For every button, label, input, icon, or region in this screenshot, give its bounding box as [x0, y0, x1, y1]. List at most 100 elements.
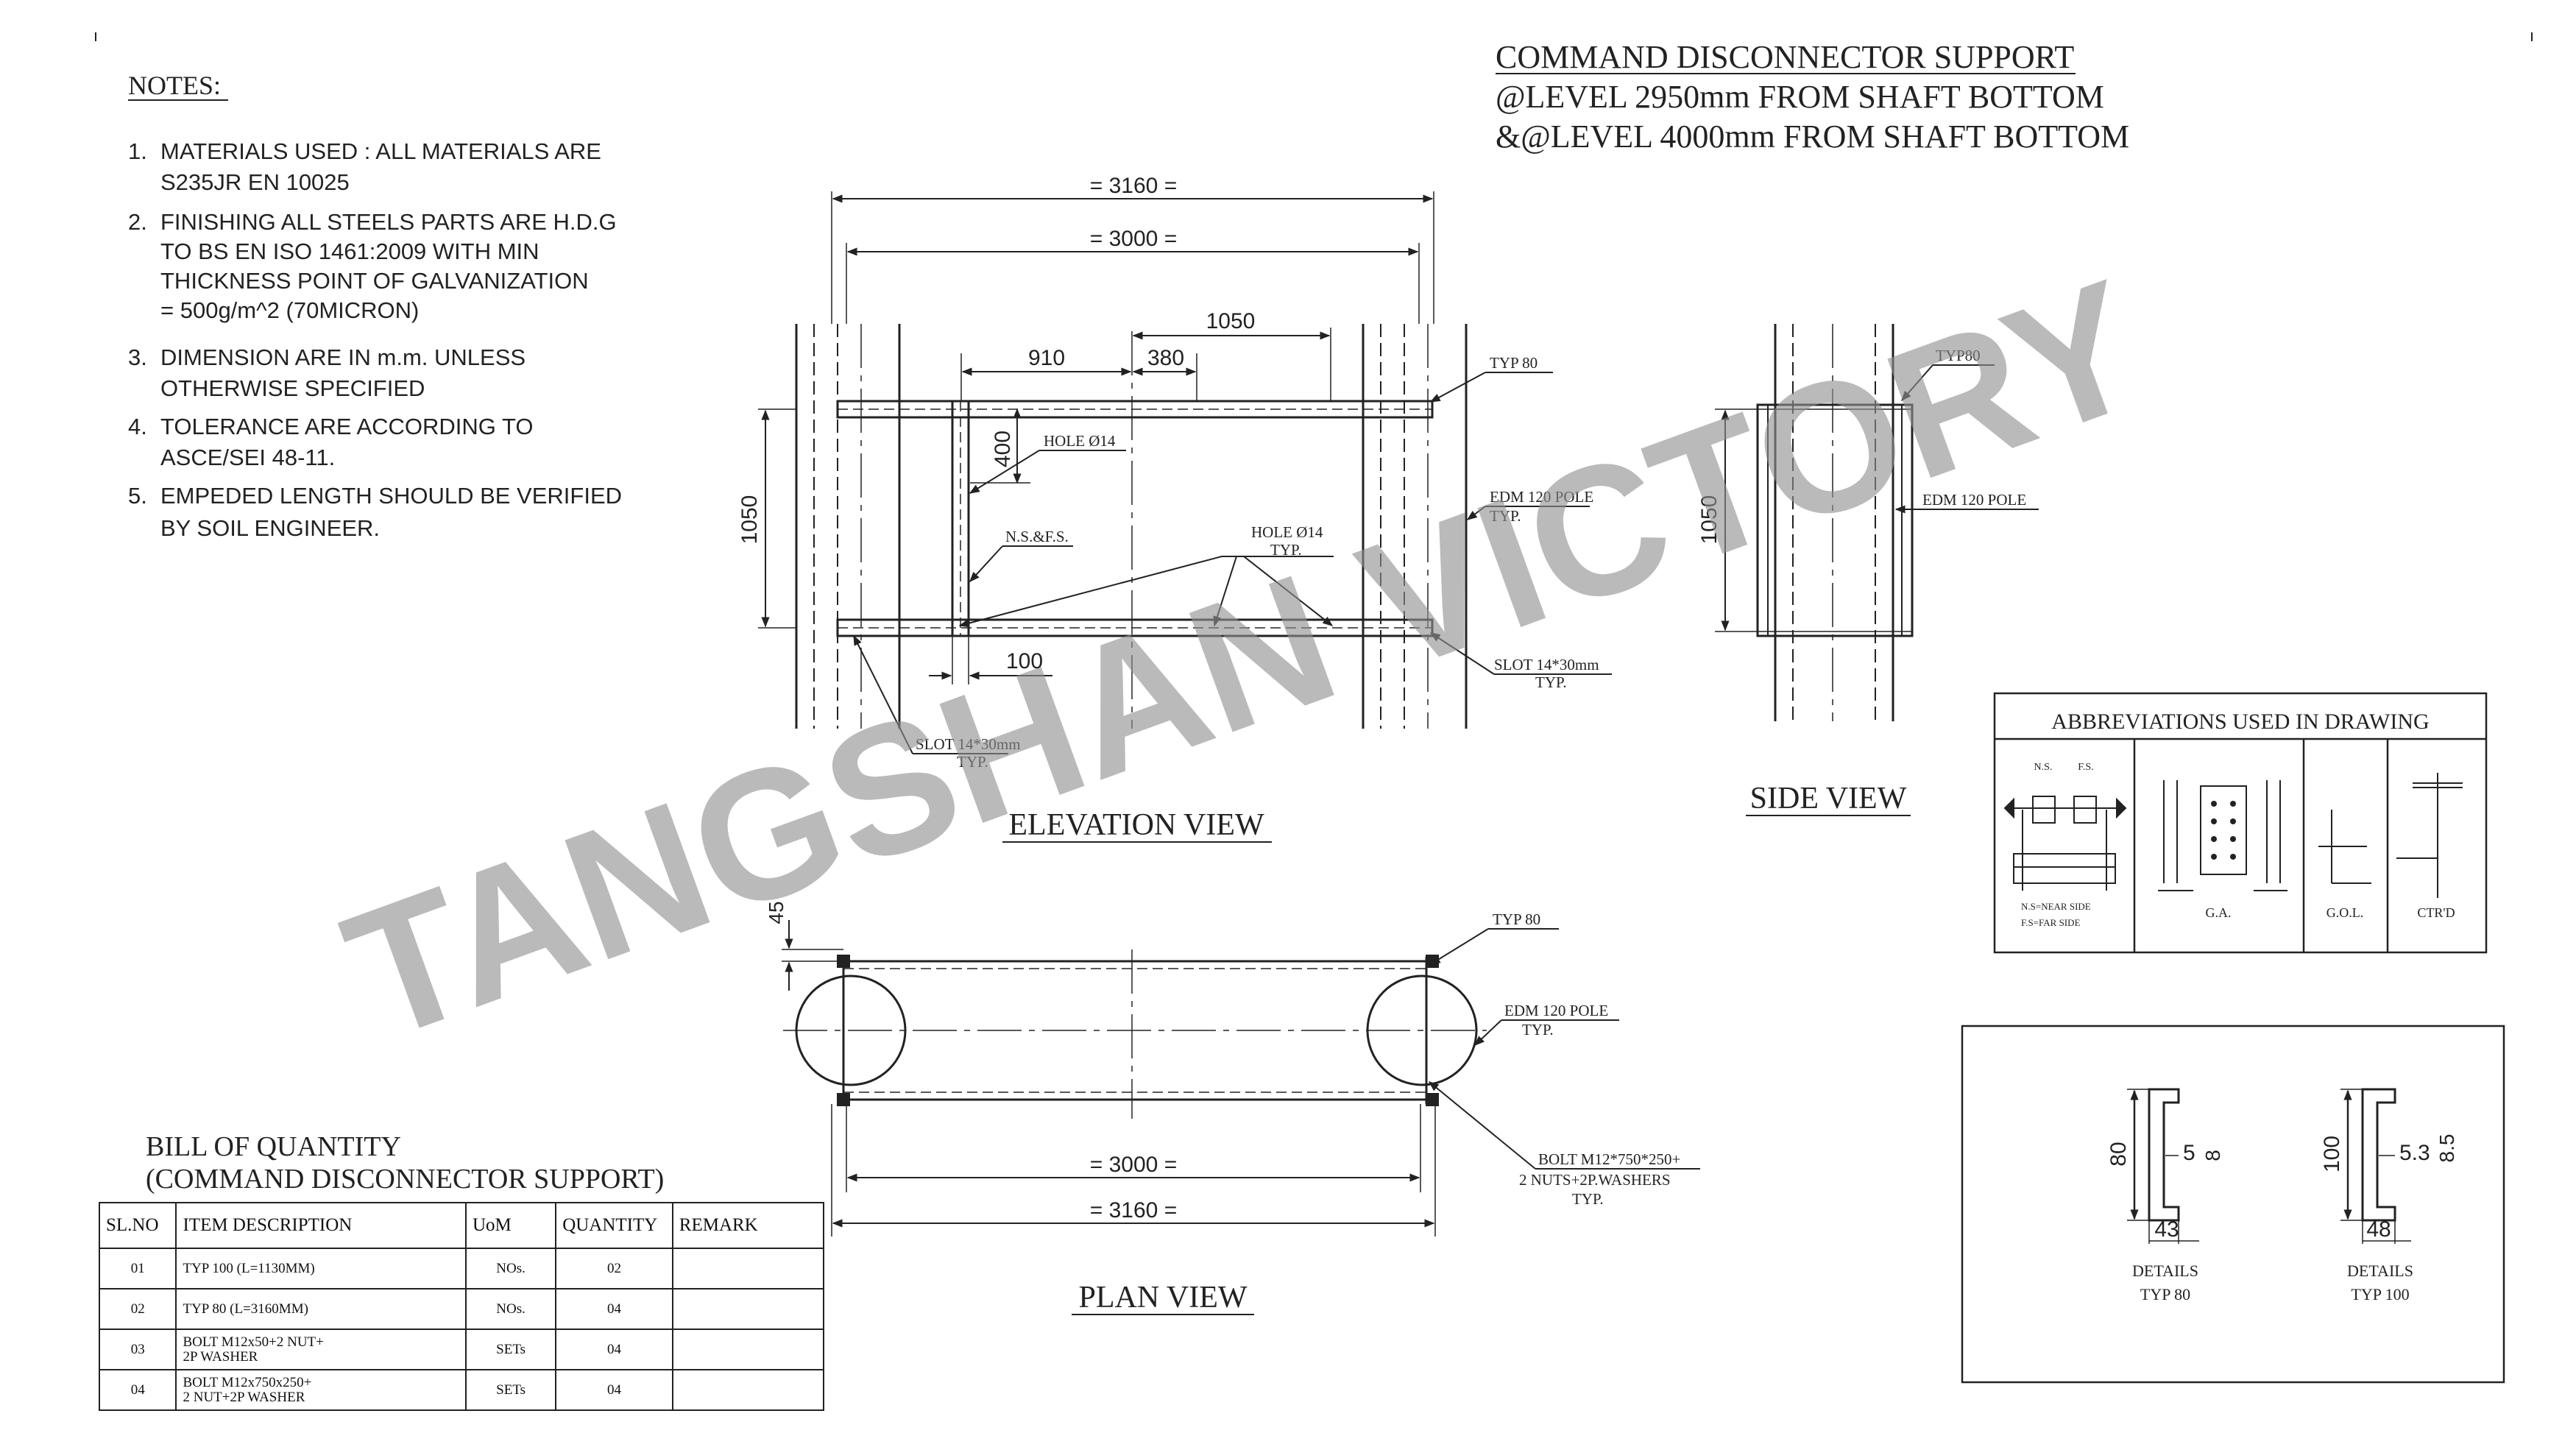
- label-edm-pole-plan-typ: TYP.: [1522, 1021, 1554, 1039]
- detail-typ100-label-1: DETAILS: [2347, 1262, 2413, 1280]
- header-line-2: @LEVEL 2950mm FROM SHAFT BOTTOM: [1496, 79, 2104, 115]
- abbreviations-title: ABBREVIATIONS USED IN DRAWING: [2051, 710, 2429, 734]
- dim-3160-plan: = 3160 =: [1090, 1198, 1177, 1223]
- label-bolt-line-2: 2 NUTS+2P.WASHERS: [1519, 1171, 1671, 1189]
- boq-cell-uom: SETs: [464, 1369, 557, 1411]
- side-view-title: SIDE VIEW: [1750, 782, 1907, 816]
- label-typ80-elevation: TYP 80: [1490, 354, 1538, 372]
- boq-cell-remark: [671, 1288, 825, 1330]
- elevation-view-title: ELEVATION VIEW: [1008, 808, 1264, 842]
- plan-view: [782, 920, 1700, 1237]
- abbreviations-labels: ABBREVIATIONS USED IN DRAWING N.S. F.S. …: [2021, 710, 2455, 928]
- boq-desc-line-2: 2P WASHER: [183, 1348, 258, 1365]
- note-5-num: 5.: [128, 483, 147, 509]
- note-4-num: 4.: [128, 414, 147, 439]
- label-hole-14-b: HOLE Ø14: [1251, 523, 1323, 541]
- dim-1050-top: 1050: [1206, 309, 1256, 333]
- abbrev-ns-full: N.S=NEAR SIDE: [2021, 901, 2091, 912]
- notes-heading: NOTES:: [128, 71, 221, 100]
- boq-cell-sl: 01: [98, 1248, 177, 1289]
- boq-cell-description: TYP 80 (L=3160MM): [175, 1288, 467, 1330]
- label-slot-left: SLOT 14*30mm: [916, 735, 1021, 753]
- boq-title: BILL OF QUANTITY (COMMAND DISCONNECTOR S…: [146, 1131, 664, 1195]
- boq-title-line-2: (COMMAND DISCONNECTOR SUPPORT): [146, 1164, 664, 1195]
- side-view-bracket: [1756, 403, 1914, 637]
- boq-desc-line-1: BOLT M12x50+2 NUT+: [183, 1334, 324, 1350]
- note-3-line-1: DIMENSION ARE IN m.m. UNLESS: [160, 344, 526, 370]
- plan-view-labels: 45 = 3000 = = 3160 = TYP 80 EDM 120 POLE…: [765, 901, 1680, 1315]
- plan-view-title: PLAN VIEW: [1078, 1281, 1247, 1315]
- drawing-header: COMMAND DISCONNECTOR SUPPORT @LEVEL 2950…: [1496, 39, 2129, 155]
- label-edm-pole-elevation: EDM 120 POLE: [1490, 488, 1593, 506]
- detail-typ80-label-1: DETAILS: [2132, 1262, 2198, 1280]
- label-typ80-plan: TYP 80: [1493, 910, 1540, 928]
- note-4-line-1: TOLERANCE ARE ACCORDING TO: [160, 414, 533, 439]
- table-row: 03 BOLT M12x50+2 NUT+2P WASHER SETs 04: [98, 1329, 825, 1370]
- detail-typ100-height: 100: [2320, 1136, 2344, 1172]
- details-labels: 80 5 8 43 DETAILS TYP 80 100 5.3 8.5 48 …: [2106, 1134, 2458, 1303]
- boq-header-sl: SL.NO: [98, 1202, 177, 1249]
- boq-title-line-1: BILL OF QUANTITY: [146, 1131, 401, 1162]
- boq-cell-quantity: 04: [555, 1288, 673, 1330]
- boq-cell-sl: 03: [98, 1329, 177, 1370]
- detail-typ80-width: 43: [2154, 1217, 2179, 1242]
- boq-header-uom: UoM: [464, 1202, 557, 1249]
- table-row: 02 TYP 80 (L=3160MM) NOs. 04: [98, 1288, 825, 1330]
- label-hole-14-a: HOLE Ø14: [1044, 432, 1116, 450]
- detail-typ100-flange: 8.5: [2435, 1134, 2458, 1163]
- detail-typ80-height: 80: [2106, 1142, 2131, 1166]
- elevation-left-pole: [795, 324, 901, 729]
- boq-cell-sl: 04: [98, 1369, 177, 1411]
- detail-typ80-web: 5: [2183, 1141, 2195, 1165]
- details-box: [1961, 1025, 2505, 1384]
- dim-380: 380: [1147, 346, 1184, 370]
- note-3-line-2: OTHERWISE SPECIFIED: [160, 375, 425, 401]
- label-slot-right-typ: TYP.: [1535, 673, 1567, 691]
- boq-desc-line-2: 2 NUT+2P WASHER: [183, 1389, 305, 1405]
- boq-cell-quantity: 04: [555, 1369, 673, 1411]
- note-1-line-1: MATERIALS USED : ALL MATERIALS ARE: [160, 138, 601, 164]
- detail-typ100-width: 48: [2366, 1217, 2391, 1242]
- abbrev-fs: F.S.: [2078, 762, 2093, 773]
- note-2-line-1: FINISHING ALL STEELS PARTS ARE H.D.G: [160, 209, 617, 235]
- note-1-line-2: S235JR EN 10025: [160, 169, 350, 195]
- elevation-view: [758, 191, 1612, 754]
- label-ns-fs: N.S.&F.S.: [1005, 528, 1069, 545]
- boq-header-description: ITEM DESCRIPTION: [175, 1202, 467, 1249]
- note-2-line-3: THICKNESS POINT OF GALVANIZATION: [160, 268, 589, 294]
- table-row: 01 TYP 100 (L=1130MM) NOs. 02: [98, 1248, 825, 1289]
- bill-of-quantity-table: SL.NO ITEM DESCRIPTION UoM QUANTITY REMA…: [98, 1202, 825, 1411]
- header-line-1: COMMAND DISCONNECTOR SUPPORT: [1496, 39, 2074, 75]
- boq-cell-sl: 02: [98, 1288, 177, 1330]
- note-1-num: 1.: [128, 138, 147, 164]
- note-2-line-2: TO BS EN ISO 1461:2009 WITH MIN: [160, 238, 539, 264]
- abbreviations-box: [1993, 692, 2488, 954]
- label-edm-pole-elevation-typ: TYP.: [1490, 507, 1521, 525]
- label-edm-pole-side: EDM 120 POLE: [1922, 491, 2026, 509]
- table-row: 04 BOLT M12x750x250+2 NUT+2P WASHER SETs…: [98, 1369, 825, 1411]
- note-5-line-1: EMPEDED LENGTH SHOULD BE VERIFIED: [160, 483, 622, 509]
- abbrev-fs-full: F.S=FAR SIDE: [2021, 917, 2081, 928]
- boq-header-quantity: QUANTITY: [555, 1202, 673, 1249]
- note-2-line-4: = 500g/m^2 (70MICRON): [160, 297, 419, 323]
- abbrev-ns: N.S.: [2034, 762, 2053, 773]
- dim-910: 910: [1028, 346, 1065, 370]
- dim-3160-elevation: = 3160 =: [1090, 174, 1177, 198]
- dim-3000-plan: = 3000 =: [1090, 1153, 1177, 1177]
- dim-3000-elevation: = 3000 =: [1090, 227, 1177, 251]
- detail-typ100-label-2: TYP 100: [2351, 1285, 2409, 1303]
- dim-45: 45: [765, 901, 788, 924]
- label-bolt-line-3: TYP.: [1572, 1190, 1604, 1208]
- side-view: [1715, 324, 2039, 721]
- abbrev-gol: G.O.L.: [2326, 905, 2364, 920]
- channel-profile-typ80: [2148, 1088, 2180, 1222]
- note-5-line-2: BY SOIL ENGINEER.: [160, 515, 380, 541]
- note-3-num: 3.: [128, 344, 147, 370]
- boq-cell-remark: [671, 1248, 825, 1289]
- header-line-3: &@LEVEL 4000mm FROM SHAFT BOTTOM: [1496, 118, 2129, 155]
- boq-cell-remark: [671, 1329, 825, 1370]
- detail-typ80-flange: 8: [2201, 1150, 2224, 1161]
- boq-desc-line-1: TYP 100 (L=1130MM): [183, 1260, 315, 1276]
- label-typ80-side: TYP80: [1936, 347, 1981, 364]
